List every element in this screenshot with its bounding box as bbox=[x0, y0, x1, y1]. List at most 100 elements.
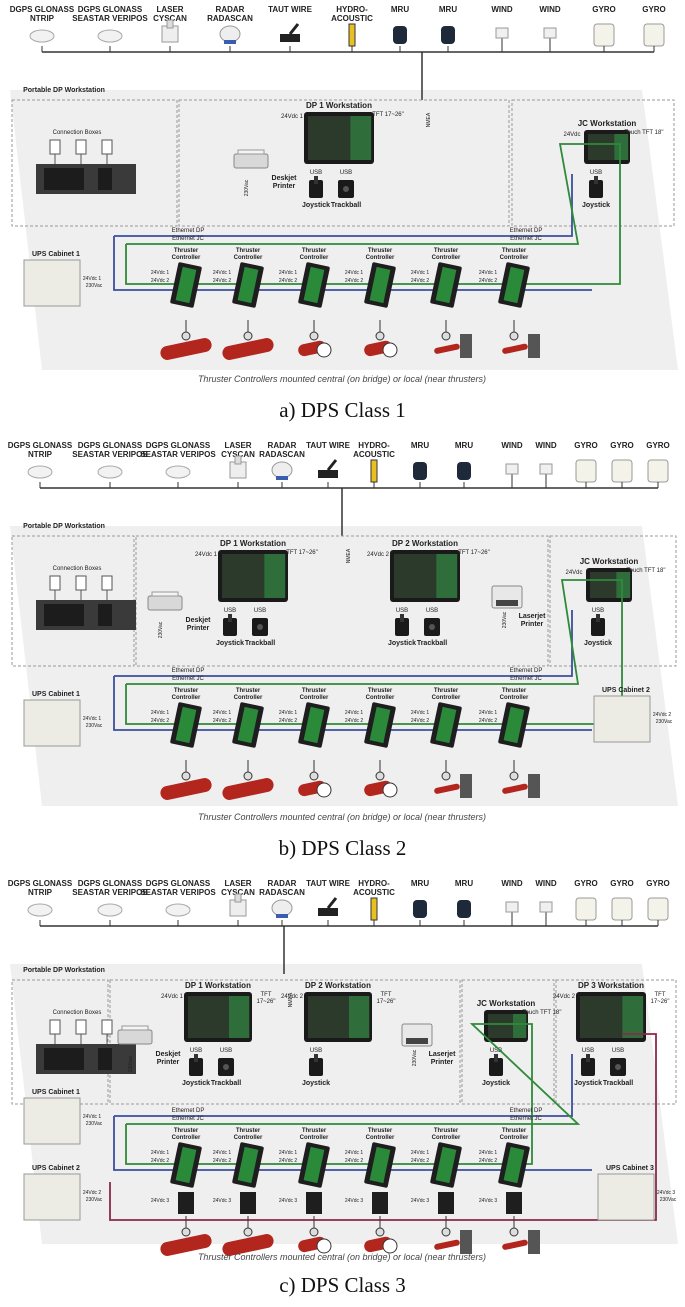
ups-cabinet-icon bbox=[593, 695, 651, 743]
device-label-taut: TAUT WIRE bbox=[268, 5, 313, 14]
thruster-motor-icon bbox=[509, 771, 519, 781]
workstation-title: DP 1 Workstation bbox=[185, 981, 251, 990]
device-label-mru: MRU bbox=[391, 5, 409, 14]
workstation-title: DP 3 Workstation bbox=[578, 981, 644, 990]
wind-sensor-icon bbox=[543, 27, 557, 39]
ups-cabinet-icon bbox=[23, 1173, 81, 1221]
joystick-stick-icon bbox=[314, 176, 318, 184]
device-label-gyro: GYRO bbox=[574, 441, 598, 450]
thruster-controller-panel-icon bbox=[435, 1146, 457, 1184]
thruster-controller-lower-icon bbox=[506, 1192, 522, 1214]
thruster-motor-icon bbox=[243, 1227, 253, 1237]
propeller-icon bbox=[382, 1238, 398, 1254]
thruster-motor-icon bbox=[243, 331, 253, 341]
printer-paper-icon bbox=[151, 591, 179, 597]
dgps-antenna-icon bbox=[27, 903, 53, 917]
thruster-motor-icon bbox=[509, 1227, 519, 1237]
device-label-gyro: GYRO bbox=[610, 441, 634, 450]
ethernet-dp-line bbox=[114, 610, 573, 677]
workstation-voltage-label: 24Vdc 1 bbox=[281, 114, 304, 120]
thruster-controller-panel-icon bbox=[369, 706, 391, 744]
workstation-zone-box bbox=[178, 99, 510, 227]
device-label-gyro: GYRO bbox=[610, 879, 634, 888]
ethernet-dp-return-line bbox=[113, 236, 592, 291]
ethernet-dp-label: Ethernet DP bbox=[172, 1108, 205, 1114]
printer-tray-icon bbox=[406, 1038, 428, 1044]
joystick-label: Joystick bbox=[182, 1080, 210, 1087]
device-label-gyro: GYRO bbox=[592, 5, 616, 14]
joystick-icon bbox=[189, 1058, 203, 1076]
ethernet-dp-label: Ethernet DP bbox=[172, 228, 205, 234]
ethernet-jc-label: Ethernet JC bbox=[510, 676, 542, 682]
controller-voltage-label: 24Vdc 1 bbox=[411, 270, 430, 276]
thruster-controller-panel-icon bbox=[237, 706, 259, 744]
device-label-wind: WIND bbox=[501, 441, 523, 450]
trackball-label: Trackball bbox=[331, 202, 361, 209]
controller-voltage-label: 24Vdc 1 bbox=[279, 270, 298, 276]
device-label-taut: TAUT WIRE bbox=[306, 879, 351, 888]
printer-voltage-label: 230Vac bbox=[502, 611, 508, 628]
workstation-voltage-label: 24Vdc 1 bbox=[195, 552, 218, 558]
controller-voltage-label: 24Vdc 2 bbox=[345, 1158, 364, 1164]
workstation-screen-icon bbox=[590, 572, 618, 598]
workstation-screen-icon bbox=[188, 996, 229, 1038]
ethernet-jc-label: Ethernet JC bbox=[510, 236, 542, 242]
rudder-icon bbox=[528, 774, 540, 798]
joystick-label: Joystick bbox=[574, 1080, 602, 1087]
ethernet-dp3-line bbox=[109, 1033, 657, 1221]
workstation-voltage-label: 24Vdc 2 bbox=[281, 994, 304, 1000]
joystick-stick-icon bbox=[314, 1054, 318, 1062]
controller-voltage-label: 24Vdc 2 bbox=[479, 278, 498, 284]
controller-voltage-label: 24Vdc 3 bbox=[479, 1198, 498, 1204]
trackball-ball-icon bbox=[257, 624, 263, 630]
thruster-motor-icon bbox=[509, 331, 519, 341]
workstation-screen-icon bbox=[588, 134, 616, 160]
workstation-zone-box bbox=[11, 99, 178, 227]
gyro-icon bbox=[611, 897, 633, 921]
controller-voltage-label: 24Vdc 3 bbox=[345, 1198, 364, 1204]
ethernet-dp-label: Ethernet DP bbox=[510, 668, 543, 674]
printer-voltage-label: 230Vac bbox=[412, 1049, 418, 1066]
ethernet-jc-line bbox=[125, 579, 623, 725]
workstation-panel-icon bbox=[436, 554, 458, 598]
workstation-zone-box bbox=[549, 535, 677, 667]
trackball-ball-icon bbox=[429, 624, 435, 630]
tunnel-thruster-icon bbox=[222, 338, 274, 360]
wind-sensor-icon bbox=[505, 901, 519, 913]
nmea-label: NMEA bbox=[288, 992, 294, 1007]
thruster-motor-icon bbox=[181, 331, 191, 341]
ups-cabinet-icon bbox=[23, 259, 81, 307]
controller-voltage-label: 24Vdc 2 bbox=[151, 278, 170, 284]
radar-dome-icon bbox=[219, 25, 241, 43]
usb-label: USB bbox=[396, 608, 408, 614]
mounting-note: Thruster Controllers mounted central (on… bbox=[198, 374, 486, 384]
joystick-icon bbox=[395, 618, 409, 636]
workstation-title: JC Workstation bbox=[477, 999, 536, 1008]
thruster-controller-panel-icon bbox=[237, 266, 259, 304]
propeller-icon bbox=[382, 342, 398, 358]
wind-sensor-icon bbox=[495, 27, 509, 39]
taut-wire-icon bbox=[280, 34, 300, 42]
thruster-motor-icon bbox=[309, 331, 319, 341]
workstation-panel-icon bbox=[513, 1014, 527, 1038]
joystick-icon bbox=[591, 618, 605, 636]
controller-voltage-label: 24Vdc 2 bbox=[213, 1158, 232, 1164]
ups-voltage-label: 24Vdc 3 bbox=[657, 1190, 676, 1196]
controller-voltage-label: 24Vdc 3 bbox=[151, 1198, 170, 1204]
joystick-icon bbox=[223, 618, 237, 636]
joystick-label: Joystick bbox=[584, 640, 612, 647]
workstation-zone-box bbox=[135, 535, 549, 667]
tunnel-thruster-icon bbox=[160, 338, 212, 360]
controller-voltage-label: 24Vdc 1 bbox=[151, 710, 170, 716]
workstation-panel-icon bbox=[614, 134, 629, 160]
workstation-zone-box bbox=[461, 979, 555, 1105]
